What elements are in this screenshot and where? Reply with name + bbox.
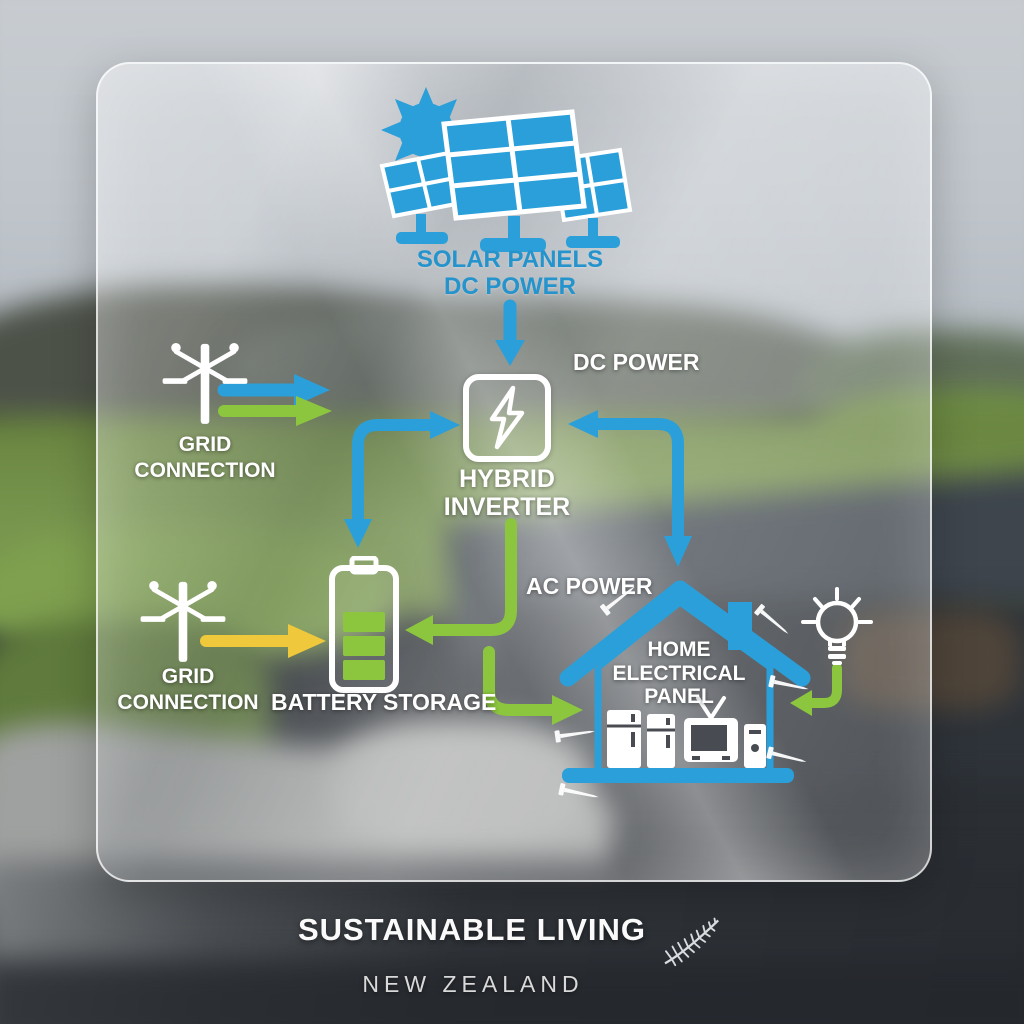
hybrid-inverter-box <box>463 374 551 462</box>
hybrid-inverter-label: HYBRID INVERTER <box>443 465 571 521</box>
grid-pole-icon <box>162 342 248 424</box>
home-electrical-panel-label: HOME ELECTRICAL PANEL <box>612 638 746 709</box>
lightbulb-icon <box>801 587 873 665</box>
nail-icon <box>599 586 635 616</box>
nail-icon <box>768 675 809 690</box>
ac-power-label: AC POWER <box>526 573 653 599</box>
tv-icon <box>684 696 738 762</box>
bg-driveway <box>330 720 590 850</box>
grid-connection-bottom-label: GRID CONNECTION <box>117 665 259 715</box>
bg-shadow <box>0 960 1024 1024</box>
nail-icon <box>754 603 789 634</box>
footer-subtitle: NEW ZEALAND <box>362 971 584 997</box>
computer-tower-icon <box>744 724 766 768</box>
silver-fern-icon <box>664 917 720 967</box>
footer-title: SUSTAINABLE LIVING <box>297 912 647 947</box>
footer: SUSTAINABLE LIVING NEW ZEALAND <box>0 912 1024 998</box>
fridge-icon <box>607 710 641 768</box>
fridge-icon <box>647 714 675 768</box>
nail-icon <box>558 783 599 798</box>
home-electrical-panel-icon <box>559 580 811 783</box>
solar-panels-label: SOLAR PANELS DC POWER <box>416 246 604 300</box>
grid-pole-icon <box>140 580 226 662</box>
nail-icon <box>554 730 595 743</box>
battery-storage-label: BATTERY STORAGE <box>271 689 497 715</box>
grid-connection-top-label: GRID CONNECTION <box>134 433 276 483</box>
dc-power-label: DC POWER <box>573 349 700 375</box>
lightning-bolt-icon <box>489 385 525 450</box>
battery-storage-icon <box>329 556 399 693</box>
solar-panels-icon <box>379 87 633 252</box>
nail-icon <box>766 746 807 762</box>
